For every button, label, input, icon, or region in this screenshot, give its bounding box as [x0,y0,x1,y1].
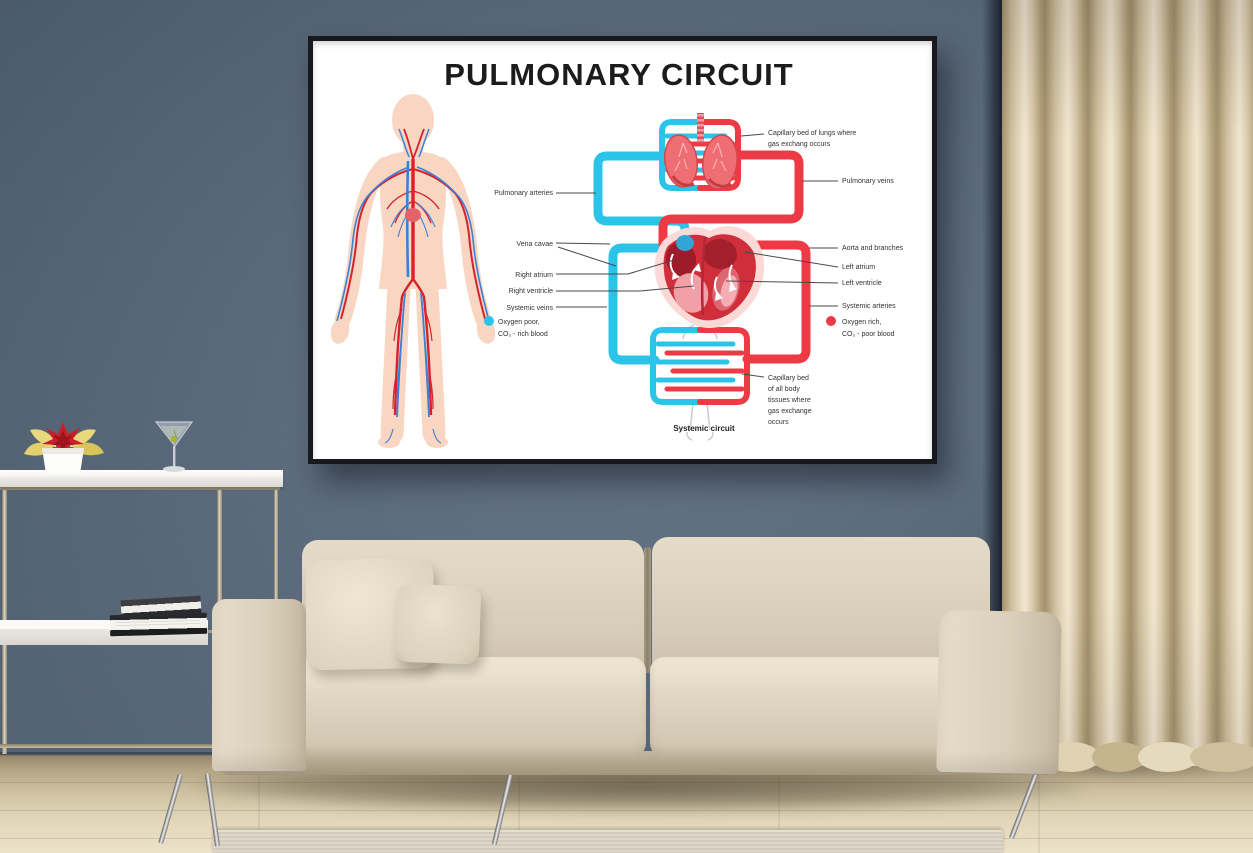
curtain-hem [1190,742,1253,772]
label-capillary-lungs-2: gas exchang occurs [768,141,831,148]
sofa-back-seam [644,547,651,673]
sofa-back-cushion [652,537,990,678]
table-rail [0,487,280,490]
circuit-tubes [593,150,811,365]
label-pulmonary-arteries: Pulmonary arteries [494,190,553,197]
veins [336,128,490,444]
legend-oxygen-poor-1: Oxygen poor, [498,319,540,326]
table-top [0,470,283,478]
label-capillary-lungs-1: Capillary bed of lungs where [768,130,856,137]
pulmonary-artery-tube [593,151,690,247]
sofa-leg [158,773,183,845]
legend-oxygen-rich-2: CO₂ - poor blood [842,331,895,338]
label-right-atrium: Right atrium [515,272,553,279]
sofa-leg [491,772,514,846]
sofa-armrest [936,609,1062,775]
sofa-seat-cushion [650,657,968,757]
legend-dot-oxygen-rich [826,316,836,326]
page-title: PULMONARY CIRCUIT [444,57,793,92]
poster-title: PULMONARY CIRCUIT [444,57,793,92]
table-top-edge [0,478,283,487]
label-right-ventricle: Right ventricle [509,288,553,295]
throw-pillow-small [394,583,482,665]
legend-oxygen-rich-1: Oxygen rich, [842,319,881,326]
right-atrium-inlet [676,235,694,251]
legend-oxygen-poor-2: CO₂ - rich blood [498,331,548,338]
body-capillary-bed [650,327,750,405]
label-pointers [555,133,839,378]
table-stretcher [0,744,233,748]
caption-systemic-circuit: Systemic circuit [673,424,735,433]
label-left-atrium: Left atrium [842,264,875,271]
body-figure [330,94,496,448]
sofa-leg [204,773,221,847]
label-systemic-veins: Systemic veins [506,305,553,312]
curtain-hem [1138,742,1198,772]
table-lower-shelf [0,620,208,629]
rug [213,830,1003,853]
heart-in-body [405,208,421,222]
pulmonary-circuit-diagram: PULMONARY CIRCUIT [330,57,904,448]
martini-glass [154,421,194,472]
sofa-seat-cushion [296,657,646,757]
sofa-armrest [212,599,306,771]
label-capillary-body-2: of all body [768,386,800,393]
label-systemic-arteries: Systemic arteries [842,303,896,310]
label-vena-cavae: Vena cavae [516,241,553,248]
curtain-hem [1092,742,1146,772]
label-capillary-body-5: occurs [768,419,789,426]
pulmonary-vein-tube [658,150,804,249]
label-capillary-body-3: tissues where [768,397,811,404]
poster-frame: PULMONARY CIRCUIT [308,36,937,464]
potted-plant [24,422,104,474]
heart [654,226,765,329]
label-capillary-body-4: gas exchange [768,408,812,415]
label-capillary-body-1: Capillary bed [768,375,809,382]
arteries [340,128,486,416]
legend-dot-oxygen-poor [484,316,494,326]
label-left-ventricle: Left ventricle [842,280,882,287]
sofa [158,535,1090,853]
flow-arrowheads [672,263,737,301]
label-aorta: Aorta and branches [842,245,904,252]
lungs [663,113,738,190]
labels: Pulmonary arteries Vena cavae Right atri… [484,130,904,433]
label-pulmonary-veins: Pulmonary veins [842,178,894,185]
aorta-tube [711,240,811,364]
sofa-leg [1008,768,1041,840]
systemic-vein-tube [608,243,683,365]
